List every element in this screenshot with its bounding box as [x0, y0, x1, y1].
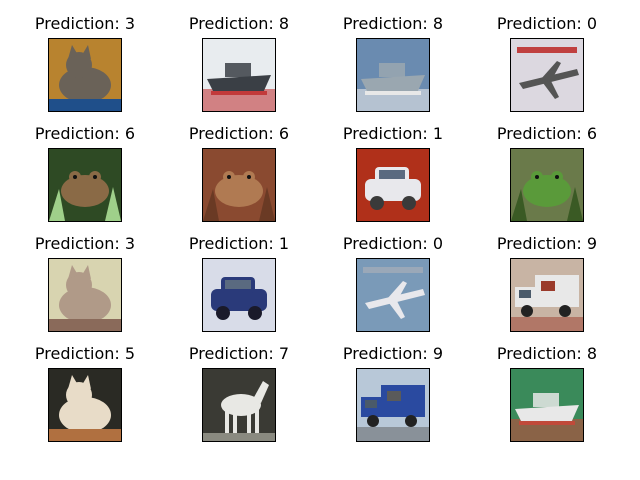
- prediction-panel: Prediction: 6: [8, 112, 162, 222]
- frog-thumbnail: [48, 148, 122, 222]
- prediction-label: Prediction: 5: [34, 344, 136, 363]
- horse-thumbnail: [202, 368, 276, 442]
- cat-thumbnail: [48, 38, 122, 112]
- prediction-panel: Prediction: 1: [316, 112, 470, 222]
- prediction-panel: Prediction: 8: [162, 2, 316, 112]
- prediction-panel: Prediction: 0: [470, 2, 624, 112]
- horse-image: [203, 369, 275, 441]
- prediction-panel: Prediction: 0: [316, 222, 470, 332]
- prediction-label: Prediction: 8: [496, 344, 598, 363]
- ship-thumbnail: [202, 38, 276, 112]
- prediction-label: Prediction: 3: [34, 14, 136, 33]
- ship-image: [357, 39, 429, 111]
- ship-image: [511, 369, 583, 441]
- frog-image: [511, 149, 583, 221]
- airplane-thumbnail: [510, 38, 584, 112]
- airplane-image: [511, 39, 583, 111]
- prediction-panel: Prediction: 8: [316, 2, 470, 112]
- automobile-thumbnail: [202, 258, 276, 332]
- prediction-label: Prediction: 0: [496, 14, 598, 33]
- prediction-label: Prediction: 9: [496, 234, 598, 253]
- airplane-thumbnail: [356, 258, 430, 332]
- truck-image: [511, 259, 583, 331]
- prediction-label: Prediction: 0: [342, 234, 444, 253]
- ship-thumbnail: [510, 368, 584, 442]
- prediction-label: Prediction: 6: [496, 124, 598, 143]
- ship-thumbnail: [356, 38, 430, 112]
- frog-thumbnail: [510, 148, 584, 222]
- truck-image: [357, 369, 429, 441]
- prediction-label: Prediction: 7: [188, 344, 290, 363]
- cat-image: [49, 39, 121, 111]
- dog-thumbnail: [48, 368, 122, 442]
- prediction-panel: Prediction: 3: [8, 222, 162, 332]
- prediction-label: Prediction: 3: [34, 234, 136, 253]
- prediction-label: Prediction: 8: [342, 14, 444, 33]
- prediction-label: Prediction: 8: [188, 14, 290, 33]
- prediction-panel: Prediction: 1: [162, 222, 316, 332]
- prediction-label: Prediction: 6: [34, 124, 136, 143]
- ship-image: [203, 39, 275, 111]
- prediction-label: Prediction: 1: [342, 124, 444, 143]
- prediction-panel: Prediction: 6: [470, 112, 624, 222]
- frog-thumbnail: [202, 148, 276, 222]
- prediction-panel: Prediction: 7: [162, 332, 316, 442]
- truck-thumbnail: [356, 368, 430, 442]
- cat-image: [49, 259, 121, 331]
- prediction-label: Prediction: 6: [188, 124, 290, 143]
- prediction-panel: Prediction: 9: [470, 222, 624, 332]
- dog-image: [49, 369, 121, 441]
- truck-thumbnail: [510, 258, 584, 332]
- automobile-thumbnail: [356, 148, 430, 222]
- automobile-image: [357, 149, 429, 221]
- automobile-image: [203, 259, 275, 331]
- airplane-image: [357, 259, 429, 331]
- frog-image: [49, 149, 121, 221]
- prediction-label: Prediction: 9: [342, 344, 444, 363]
- cat-thumbnail: [48, 258, 122, 332]
- frog-image: [203, 149, 275, 221]
- prediction-panel: Prediction: 6: [162, 112, 316, 222]
- prediction-panel: Prediction: 5: [8, 332, 162, 442]
- prediction-panel: Prediction: 3: [8, 2, 162, 112]
- prediction-panel: Prediction: 9: [316, 332, 470, 442]
- prediction-label: Prediction: 1: [188, 234, 290, 253]
- prediction-panel: Prediction: 8: [470, 332, 624, 442]
